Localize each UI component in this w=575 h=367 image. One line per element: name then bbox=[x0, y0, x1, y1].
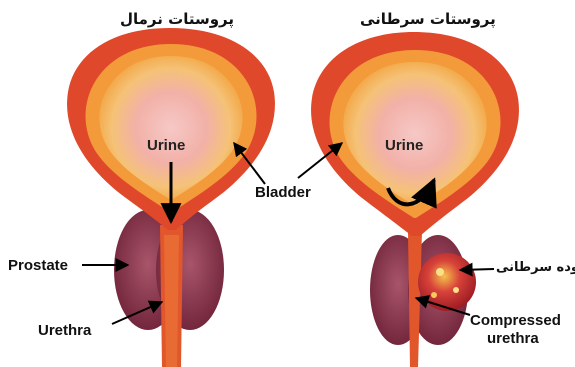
prostate-label: Prostate bbox=[8, 257, 68, 274]
title-cancer-prostate: پروستات سرطانی bbox=[360, 10, 496, 28]
compressed-urethra-label-line1: Compressed bbox=[470, 312, 561, 329]
urine-label-cancer: Urine bbox=[385, 137, 423, 154]
urine-label-normal: Urine bbox=[147, 137, 185, 154]
normal-prostate-illustration bbox=[67, 28, 275, 367]
compressed-urethra-label-line2: urethra bbox=[487, 330, 539, 347]
urethra-label: Urethra bbox=[38, 322, 91, 339]
tumor-label: توده سرطانی bbox=[496, 260, 575, 275]
tumor-pointer bbox=[460, 269, 494, 270]
title-normal-prostate: پروستات نرمال bbox=[120, 10, 234, 28]
bladder-label: Bladder bbox=[255, 184, 311, 201]
